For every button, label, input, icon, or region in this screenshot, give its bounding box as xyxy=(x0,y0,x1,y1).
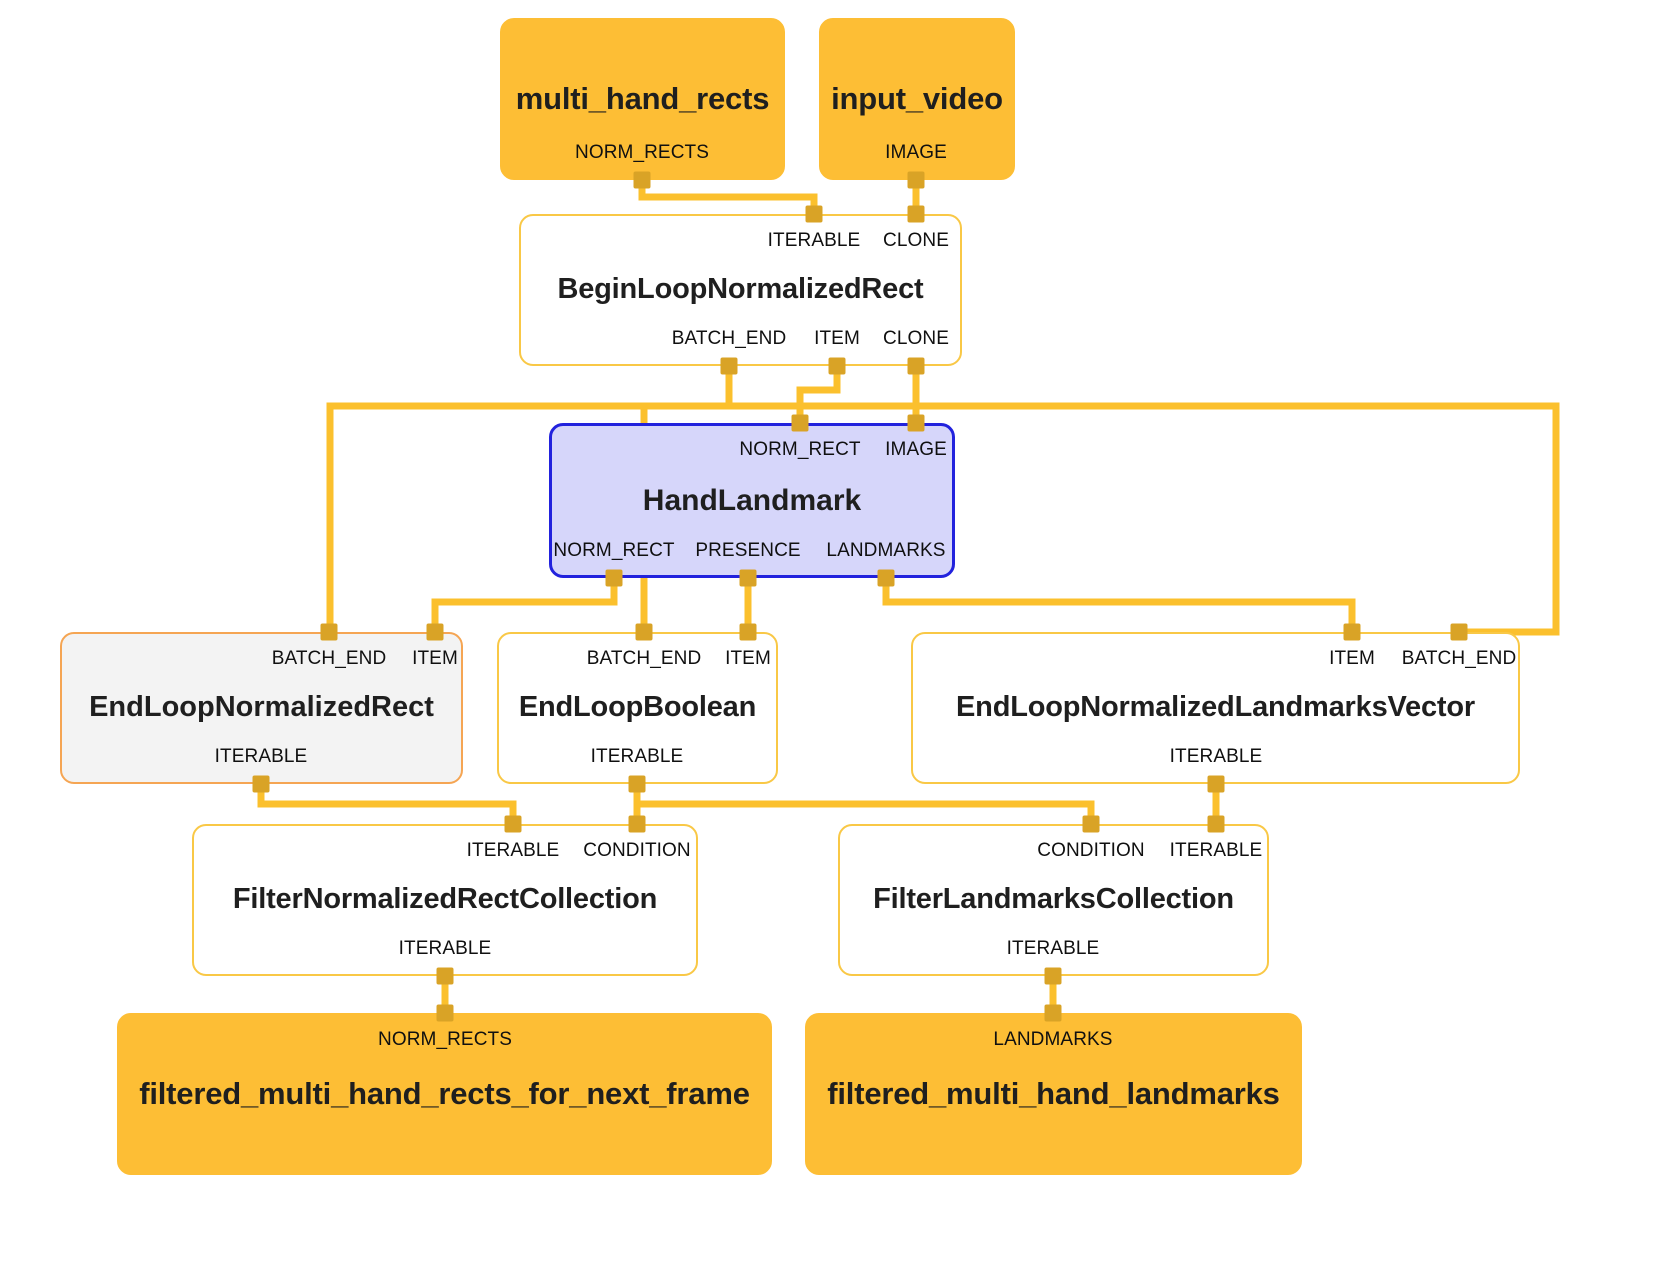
output-port-label: LANDMARKS xyxy=(826,540,946,561)
output-port-dot[interactable] xyxy=(252,775,270,793)
input-port-dot[interactable] xyxy=(1450,623,1468,641)
input-port-dot[interactable] xyxy=(320,623,338,641)
input-port-label: ITEM xyxy=(412,648,458,669)
output-port-dot[interactable] xyxy=(436,967,454,985)
output-port-label: ITERABLE xyxy=(1006,938,1100,959)
output-port-dot[interactable] xyxy=(628,775,646,793)
output-port-dot[interactable] xyxy=(720,357,738,375)
node-title: multi_hand_rects xyxy=(515,80,770,116)
input-port-label: ITERABLE xyxy=(1169,840,1263,861)
graph-edge xyxy=(257,784,517,824)
input-port-dot[interactable] xyxy=(907,205,925,223)
output-port-dot[interactable] xyxy=(1044,967,1062,985)
input-port-label: LANDMARKS xyxy=(993,1029,1113,1050)
node-title: BeginLoopNormalizedRect xyxy=(557,273,924,306)
output-port-dot[interactable] xyxy=(633,171,651,189)
output-port-label: BATCH_END xyxy=(671,328,787,349)
node-BeginLoopNormalizedRect[interactable]: BeginLoopNormalizedRect xyxy=(519,214,962,366)
output-port-dot[interactable] xyxy=(828,357,846,375)
input-port-label: CONDITION xyxy=(1037,840,1145,861)
graph-edge xyxy=(633,784,1095,824)
graph-edge xyxy=(638,180,818,214)
node-HandLandmark[interactable]: HandLandmark xyxy=(549,423,955,578)
output-port-label: ITEM xyxy=(814,328,860,349)
input-port-label: BATCH_END xyxy=(271,648,387,669)
output-port-label: NORM_RECTS xyxy=(574,142,710,163)
node-filtered_multi_hand_rects_for_next_frame[interactable]: filtered_multi_hand_rects_for_next_frame xyxy=(117,1013,772,1175)
input-port-label: NORM_RECTS xyxy=(377,1029,513,1050)
graph-edge xyxy=(431,578,618,632)
output-port-label: ITERABLE xyxy=(214,746,308,767)
node-title: FilterNormalizedRectCollection xyxy=(232,883,658,916)
input-port-label: ITERABLE xyxy=(466,840,560,861)
input-port-dot[interactable] xyxy=(436,1004,454,1022)
output-port-dot[interactable] xyxy=(877,569,895,587)
output-port-label: IMAGE xyxy=(885,142,947,163)
input-port-label: ITEM xyxy=(1329,648,1375,669)
input-port-label: NORM_RECT xyxy=(739,439,861,460)
input-port-label: BATCH_END xyxy=(586,648,702,669)
node-EndLoopNormalizedRect[interactable]: EndLoopNormalizedRect xyxy=(60,632,463,784)
node-title: filtered_multi_hand_rects_for_next_frame xyxy=(139,1075,750,1111)
input-port-label: CONDITION xyxy=(583,840,691,861)
graph-edge xyxy=(882,578,1356,632)
node-title: input_video xyxy=(831,80,1003,116)
input-port-dot[interactable] xyxy=(1082,815,1100,833)
input-port-label: ITEM xyxy=(725,648,771,669)
input-port-dot[interactable] xyxy=(1044,1004,1062,1022)
output-port-dot[interactable] xyxy=(907,171,925,189)
input-port-dot[interactable] xyxy=(504,815,522,833)
node-title: EndLoopBoolean xyxy=(518,691,757,724)
input-port-dot[interactable] xyxy=(805,205,823,223)
output-port-dot[interactable] xyxy=(605,569,623,587)
input-port-dot[interactable] xyxy=(628,815,646,833)
output-port-label: ITERABLE xyxy=(590,746,684,767)
input-port-dot[interactable] xyxy=(1207,815,1225,833)
node-title: HandLandmark xyxy=(642,484,862,517)
node-multi_hand_rects[interactable]: multi_hand_rects xyxy=(500,18,785,180)
node-FilterLandmarksCollection[interactable]: FilterLandmarksCollection xyxy=(838,824,1269,976)
input-port-label: ITERABLE xyxy=(767,230,861,251)
node-title: filtered_multi_hand_landmarks xyxy=(827,1075,1280,1111)
input-port-dot[interactable] xyxy=(791,414,809,432)
output-port-dot[interactable] xyxy=(739,569,757,587)
output-port-label: NORM_RECT xyxy=(553,540,675,561)
node-FilterNormalizedRectCollection[interactable]: FilterNormalizedRectCollection xyxy=(192,824,698,976)
input-port-label: BATCH_END xyxy=(1401,648,1517,669)
input-port-label: IMAGE xyxy=(885,439,947,460)
output-port-label: ITERABLE xyxy=(398,938,492,959)
output-port-dot[interactable] xyxy=(1207,775,1225,793)
input-port-dot[interactable] xyxy=(426,623,444,641)
input-port-dot[interactable] xyxy=(635,623,653,641)
output-port-label: CLONE xyxy=(883,328,949,349)
node-EndLoopBoolean[interactable]: EndLoopBoolean xyxy=(497,632,778,784)
output-port-label: PRESENCE xyxy=(695,540,801,561)
output-port-dot[interactable] xyxy=(907,357,925,375)
input-port-dot[interactable] xyxy=(1343,623,1361,641)
node-title: EndLoopNormalizedLandmarksVector xyxy=(956,691,1475,724)
input-port-dot[interactable] xyxy=(907,414,925,432)
node-filtered_multi_hand_landmarks[interactable]: filtered_multi_hand_landmarks xyxy=(805,1013,1302,1175)
node-title: EndLoopNormalizedRect xyxy=(89,691,434,724)
input-port-label: CLONE xyxy=(883,230,949,251)
node-EndLoopNormalizedLandmarksVector[interactable]: EndLoopNormalizedLandmarksVector xyxy=(911,632,1520,784)
node-title: FilterLandmarksCollection xyxy=(873,883,1234,916)
input-port-dot[interactable] xyxy=(739,623,757,641)
output-port-label: ITERABLE xyxy=(1169,746,1263,767)
